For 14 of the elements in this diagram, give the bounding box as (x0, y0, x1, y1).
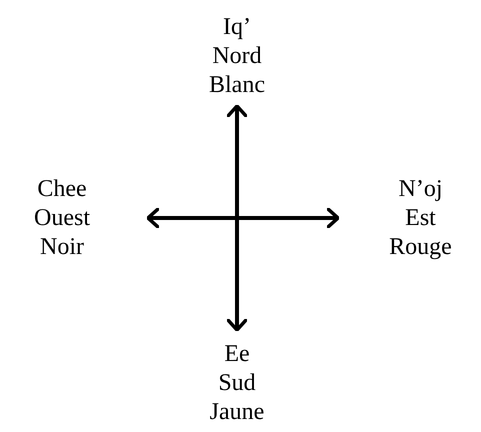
direction-label: N’oj (398, 174, 442, 204)
direction-label: Ouest (34, 204, 90, 232)
direction-label: Sud (218, 369, 256, 398)
direction-label: Rouge (389, 232, 452, 262)
direction-label: Ee (224, 340, 250, 369)
direction-label: Iq’ (223, 13, 251, 42)
direction-label: Jaune (210, 398, 264, 427)
direction-label: Nord (212, 42, 262, 71)
double-arrow (146, 207, 340, 229)
direction-label: Noir (40, 232, 84, 262)
direction-label: Blanc (209, 71, 265, 100)
direction-label: Est (405, 204, 436, 232)
direction-label: Chee (37, 174, 87, 204)
double-arrow (226, 104, 248, 332)
